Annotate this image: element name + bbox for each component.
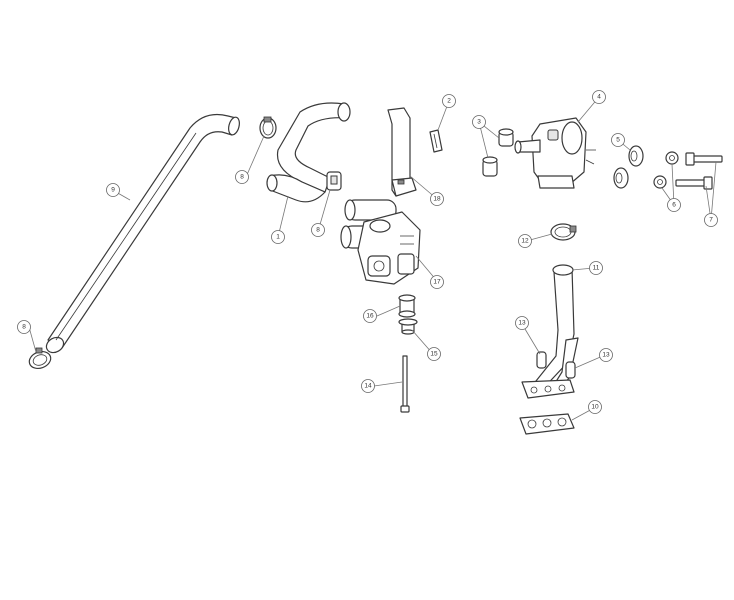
callout-3: 3 [472, 115, 486, 129]
part-10-gasket [519, 413, 575, 435]
svg-text:11: 11 [593, 265, 600, 272]
callout-9: 9 [106, 183, 120, 197]
callout-17: 17 [430, 275, 444, 289]
part-8-hose-clamp-c [326, 171, 342, 191]
svg-text:14: 14 [364, 383, 372, 390]
callout-8a: 8 [17, 320, 31, 334]
callout-1: 1 [271, 230, 285, 244]
callout-8c: 8 [311, 223, 325, 237]
callout-8b: 8 [235, 170, 249, 184]
svg-text:15: 15 [430, 351, 438, 358]
part-2-clip [429, 129, 443, 153]
svg-text:8: 8 [316, 227, 320, 234]
svg-text:6: 6 [672, 202, 676, 209]
part-6-washers [653, 151, 679, 189]
svg-text:4: 4 [597, 94, 601, 101]
svg-text:2: 2 [447, 98, 451, 105]
callout-18: 18 [430, 192, 444, 206]
svg-text:1: 1 [276, 234, 280, 241]
callout-11: 11 [589, 261, 603, 275]
part-16-spacer [398, 294, 416, 318]
callout-6: 6 [667, 198, 681, 212]
part-9-pipe [45, 113, 240, 354]
svg-text:7: 7 [709, 217, 713, 224]
svg-text:18: 18 [433, 196, 441, 203]
callout-12: 12 [518, 234, 532, 248]
callout-16: 16 [363, 309, 377, 323]
callout-7: 7 [704, 213, 718, 227]
callout-15: 15 [427, 347, 441, 361]
part-13-tube-clips [536, 351, 576, 379]
part-5-grommets [613, 145, 644, 189]
part-1-hose [266, 102, 351, 203]
svg-text:3: 3 [477, 119, 481, 126]
svg-text:16: 16 [366, 313, 374, 320]
callout-4: 4 [592, 90, 606, 104]
part-12-clamp [550, 223, 577, 241]
callout-14: 14 [361, 379, 375, 393]
part-18-bracket [387, 107, 417, 197]
svg-text:17: 17 [433, 279, 441, 286]
svg-text:8: 8 [22, 324, 26, 331]
part-8-hose-clamp-b [259, 116, 277, 139]
svg-text:9: 9 [111, 187, 115, 194]
part-3-grommets [482, 128, 514, 177]
part-11-pipe-assembly [521, 264, 579, 399]
part-4-pump [514, 117, 596, 189]
svg-text:12: 12 [521, 238, 529, 245]
svg-text:8: 8 [240, 174, 244, 181]
callout-13b: 13 [599, 348, 613, 362]
svg-text:10: 10 [591, 404, 599, 411]
svg-text:5: 5 [616, 137, 620, 144]
callout-5: 5 [611, 133, 625, 147]
svg-text:13: 13 [518, 320, 526, 327]
part-15-bushing [398, 318, 418, 335]
part-17-valve-assembly [340, 199, 421, 285]
part-14-long-bolt [400, 355, 410, 413]
part-7-bolts [675, 152, 723, 190]
part-8-hose-clamp-a [28, 347, 52, 370]
callout-13a: 13 [515, 316, 529, 330]
svg-text:13: 13 [602, 352, 610, 359]
callout-10: 10 [588, 400, 602, 414]
callout-2: 2 [442, 94, 456, 108]
